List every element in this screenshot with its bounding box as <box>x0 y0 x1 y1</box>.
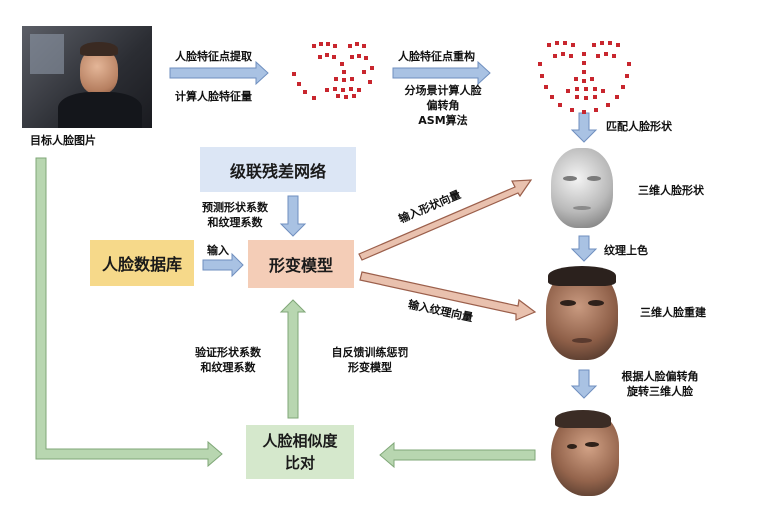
arrow-target-to-compare <box>35 157 223 468</box>
scene-angle-line2: 偏转角 <box>426 99 460 112</box>
target-face-photo <box>22 26 152 128</box>
arrow-input-texture <box>359 271 537 321</box>
extract-label: 人脸特征点提取 <box>175 50 252 63</box>
landmark-dots-partial <box>292 42 374 100</box>
feedback-train-label: 自反馈训练惩罚 形变模型 <box>318 345 422 375</box>
input-label: 输入 <box>207 244 229 257</box>
verify-coeff-line2: 和纹理系数 <box>200 361 256 374</box>
asm-label: ASM算法 <box>418 114 468 127</box>
landmark-dots-frontal <box>538 41 631 114</box>
arrow-input <box>202 252 244 278</box>
predict-coeff-line2: 和纹理系数 <box>207 216 263 229</box>
morphable-model-label: 形变模型 <box>268 256 333 275</box>
arrow-texture-color <box>570 235 598 262</box>
feedback-train-line1: 自反馈训练惩罚 <box>331 346 409 359</box>
rotate-face-label: 根据人脸偏转角 旋转三维人脸 <box>610 369 710 399</box>
reconstruct-label: 人脸特征点重构 <box>398 50 475 63</box>
target-image-label: 目标人脸图片 <box>30 134 96 147</box>
arrow-match <box>570 112 598 143</box>
feedback-train-line2: 形变模型 <box>348 361 392 374</box>
face-database-box: 人脸数据库 <box>90 240 194 286</box>
texture-color-label: 纹理上色 <box>604 244 648 257</box>
scene-angle-line1: 分场景计算人脸 <box>404 84 482 97</box>
compare-label-line2: 比对 <box>284 454 315 472</box>
predict-coeff-line1: 预测形状系数 <box>202 201 268 214</box>
rotated-face-3d-render <box>541 408 629 498</box>
face-reconstruction-3d-label: 三维人脸重建 <box>640 306 706 319</box>
cascade-residual-network-label: 级联残差网络 <box>229 161 326 181</box>
face-reconstruction-3d-render <box>538 266 630 366</box>
cascade-residual-network-box: 级联残差网络 <box>200 147 356 192</box>
verify-coeff-line1: 验证形状系数 <box>195 346 261 359</box>
compute-label: 计算人脸特征量 <box>175 90 252 103</box>
arrow-rotate <box>570 369 598 399</box>
arrow-reconstruct <box>392 60 491 86</box>
face-shape-3d-label: 三维人脸形状 <box>638 184 704 197</box>
rotate-face-line2: 旋转三维人脸 <box>627 385 693 398</box>
face-shape-3d-render <box>541 146 627 234</box>
predict-coeff-label: 预测形状系数 和纹理系数 <box>190 200 280 230</box>
rotate-face-line1: 根据人脸偏转角 <box>621 370 699 383</box>
morphable-model-box: 形变模型 <box>248 240 354 288</box>
face-database-label: 人脸数据库 <box>101 255 182 274</box>
arrow-predict <box>279 195 307 237</box>
verify-coeff-label: 验证形状系数 和纹理系数 <box>182 345 274 375</box>
arrow-input-shape <box>358 179 533 261</box>
match-shape-label: 匹配人脸形状 <box>606 120 672 133</box>
arrow-extract <box>169 60 269 86</box>
arrow-feedback <box>279 299 307 419</box>
face-similarity-compare-box: 人脸相似度 比对 <box>246 425 354 479</box>
scene-angle-label: 分场景计算人脸 偏转角 ASM算法 <box>388 83 498 128</box>
arrow-result-to-compare <box>379 441 536 469</box>
compare-label-line1: 人脸相似度 <box>262 432 338 450</box>
